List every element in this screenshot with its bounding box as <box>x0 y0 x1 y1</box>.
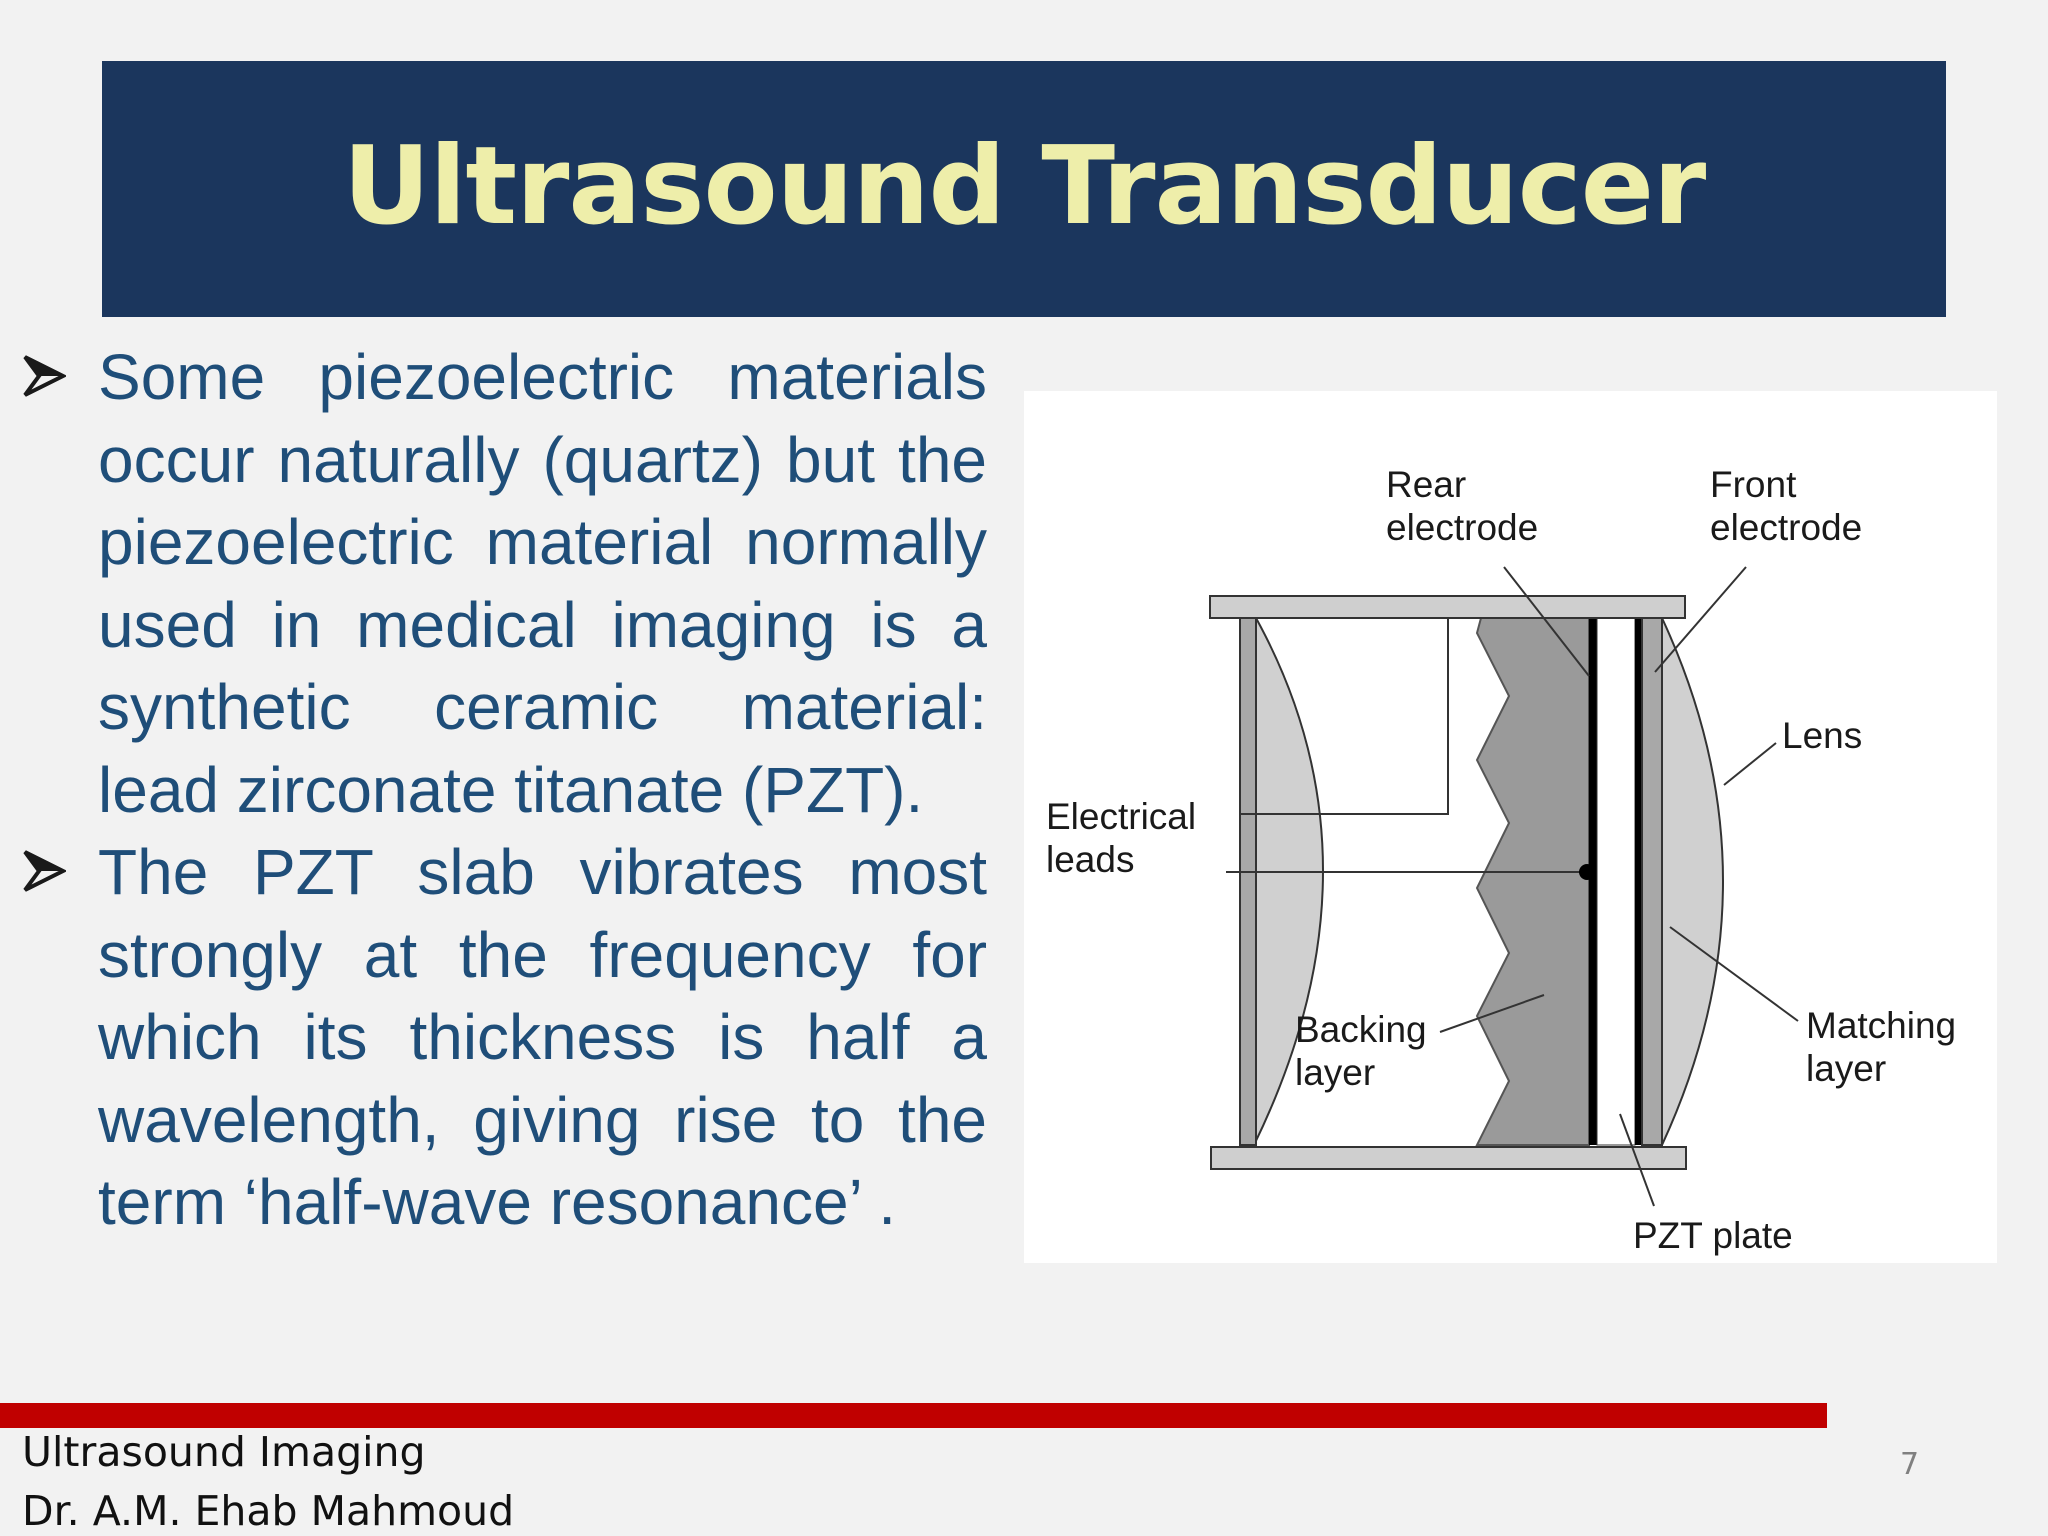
label-backing-layer: Backing layer <box>1295 1009 1427 1093</box>
slide-title: Ultrasound Transducer <box>342 123 1706 249</box>
arrowhead-bullet-icon <box>22 336 98 398</box>
lens-shape <box>1253 617 1324 1146</box>
bullet-item: The PZT slab vibrates most strongly at t… <box>22 831 987 1244</box>
electrical-lead-upper <box>1239 617 1589 815</box>
title-bar: Ultrasound Transducer <box>102 61 1946 317</box>
label-rear-electrode: Rear electrode <box>1386 464 1539 548</box>
label-electrical-leads: Electrical leads <box>1046 796 1197 880</box>
label-pzt-plate: PZT plate <box>1633 1215 1793 1256</box>
page-number: 7 <box>1900 1447 1920 1482</box>
footer-author: Dr. A.M. Ehab Mahmoud <box>22 1487 515 1535</box>
arrowhead-bullet-icon <box>22 831 98 893</box>
rear-electrode-shape <box>1589 618 1597 1145</box>
footer-course-title: Ultrasound Imaging <box>22 1428 426 1476</box>
bullet-text: The PZT slab vibrates most strongly at t… <box>98 836 987 1238</box>
backing-layer-shape <box>1475 617 1590 1146</box>
footer-divider <box>0 1403 1827 1428</box>
top-housing-plate <box>1209 595 1686 619</box>
lead-junction <box>1579 864 1595 880</box>
bullet-item: Some piezoelectric materials occur natur… <box>22 336 987 831</box>
bullet-text: Some piezoelectric materials occur natur… <box>98 341 987 826</box>
label-matching-layer: Matching layer <box>1806 1005 1957 1089</box>
front-electrode-shape <box>1635 618 1642 1145</box>
label-lens: Lens <box>1782 715 1863 756</box>
label-front-electrode: Front electrode <box>1710 464 1863 548</box>
bullet-list: Some piezoelectric materials occur natur… <box>22 336 987 1244</box>
transducer-diagram: Rear electrode Front electrode Lens Elec… <box>1024 391 1997 1263</box>
bottom-housing-plate <box>1210 1146 1687 1170</box>
transducer-cross-section <box>1209 566 1799 1207</box>
matching-layer-shape <box>1239 617 1257 1146</box>
